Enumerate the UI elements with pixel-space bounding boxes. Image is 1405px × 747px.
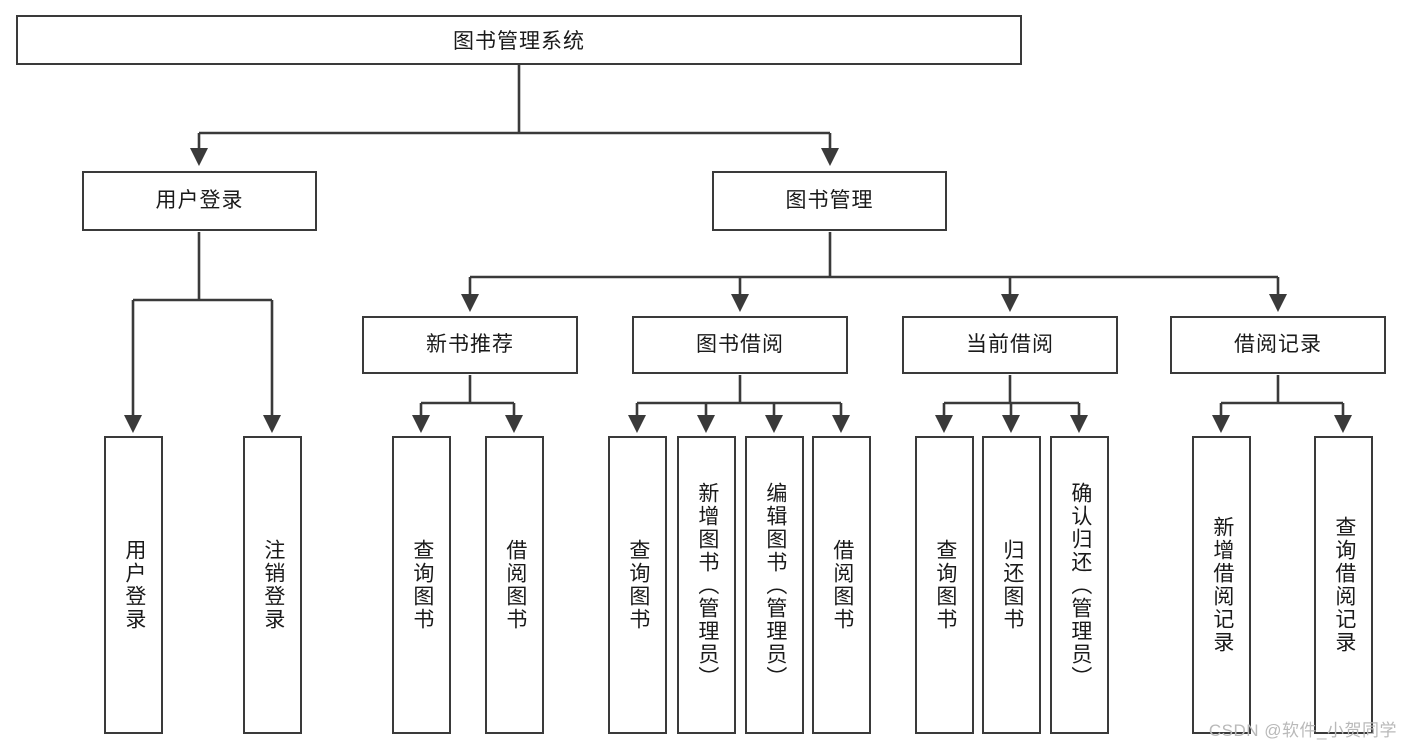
leaf-book-borrow-borrow[interactable]: 借阅图书 bbox=[812, 436, 871, 734]
leaf-user-login-login[interactable]: 用户登录 bbox=[104, 436, 163, 734]
node-user-login[interactable]: 用户登录 bbox=[82, 171, 317, 231]
node-root-system[interactable]: 图书管理系统 bbox=[16, 15, 1022, 65]
leaf-current-borrow-query[interactable]: 查询图书 bbox=[915, 436, 974, 734]
node-current-borrow[interactable]: 当前借阅 bbox=[902, 316, 1118, 374]
node-new-book-recommend[interactable]: 新书推荐 bbox=[362, 316, 578, 374]
leaf-new-book-query[interactable]: 查询图书 bbox=[392, 436, 451, 734]
leaf-book-borrow-edit[interactable]: 编辑图书（管理员） bbox=[745, 436, 804, 734]
leaf-borrow-record-add[interactable]: 新增借阅记录 bbox=[1192, 436, 1251, 734]
leaf-current-borrow-return[interactable]: 归还图书 bbox=[982, 436, 1041, 734]
leaf-user-login-logout[interactable]: 注销登录 bbox=[243, 436, 302, 734]
csdn-watermark: CSDN @软件_小贺同学 bbox=[1208, 721, 1397, 740]
leaf-book-borrow-query[interactable]: 查询图书 bbox=[608, 436, 667, 734]
leaf-book-borrow-add[interactable]: 新增图书（管理员） bbox=[677, 436, 736, 734]
leaf-current-borrow-confirm-return[interactable]: 确认归还（管理员） bbox=[1050, 436, 1109, 734]
node-borrow-record[interactable]: 借阅记录 bbox=[1170, 316, 1386, 374]
leaf-new-book-borrow[interactable]: 借阅图书 bbox=[485, 436, 544, 734]
node-book-management[interactable]: 图书管理 bbox=[712, 171, 947, 231]
node-book-borrow[interactable]: 图书借阅 bbox=[632, 316, 848, 374]
leaf-borrow-record-query[interactable]: 查询借阅记录 bbox=[1314, 436, 1373, 734]
